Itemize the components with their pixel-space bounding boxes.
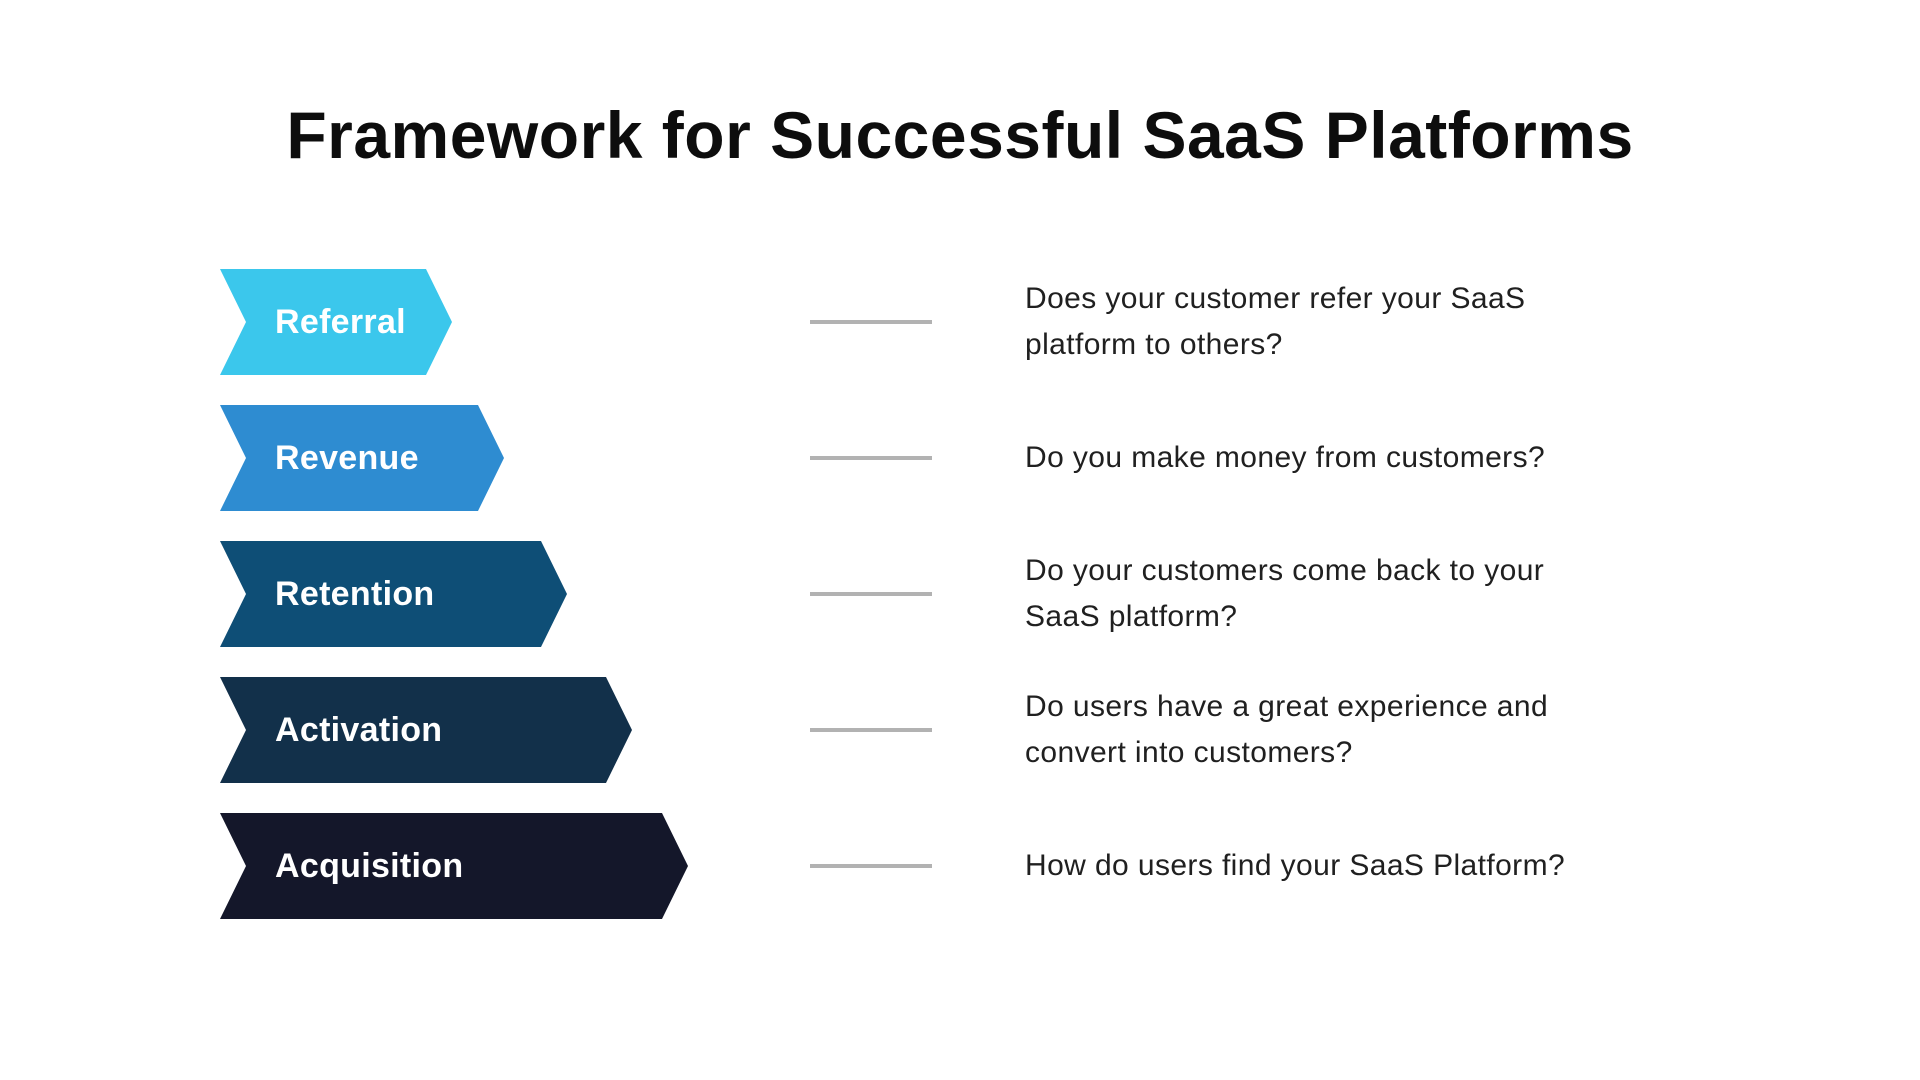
acquisition-stage-arrow: Acquisition: [220, 813, 688, 919]
aarrr-funnel-diagram: Referral Does your customer refer your S…: [0, 269, 1920, 949]
stage-description-wrap: How do users find your SaaS Platform?: [1025, 813, 1565, 919]
funnel-row-activation: Activation Do users have a great experie…: [0, 677, 1920, 783]
stage-description-wrap: Do you make money from customers?: [1025, 405, 1545, 511]
stage-description-wrap: Do your customers come back to your SaaS…: [1025, 541, 1544, 647]
stage-label: Acquisition: [275, 846, 464, 885]
stage-description-wrap: Do users have a great experience and con…: [1025, 677, 1548, 783]
retention-stage-arrow: Retention: [220, 541, 567, 647]
activation-stage-arrow: Activation: [220, 677, 632, 783]
stage-description: Do your customers come back to your SaaS…: [1025, 554, 1545, 633]
funnel-row-acquisition: Acquisition How do users find your SaaS …: [0, 813, 1920, 919]
connector-line: [810, 320, 932, 324]
stage-description-wrap: Does your customer refer your SaaS platf…: [1025, 269, 1525, 375]
funnel-row-revenue: Revenue Do you make money from customers…: [0, 405, 1920, 511]
funnel-row-referral: Referral Does your customer refer your S…: [0, 269, 1920, 375]
connector-line: [810, 864, 932, 868]
stage-description: Does your customer refer your SaaS platf…: [1025, 282, 1526, 361]
referral-stage-arrow: Referral: [220, 269, 452, 375]
stage-label: Activation: [275, 710, 443, 749]
stage-label: Retention: [275, 574, 435, 613]
connector-line: [810, 592, 932, 596]
stage-label: Referral: [275, 302, 406, 341]
connector-line: [810, 456, 932, 460]
stage-description: How do users find your SaaS Platform?: [1025, 849, 1566, 882]
stage-description: Do users have a great experience and con…: [1025, 690, 1549, 769]
revenue-stage-arrow: Revenue: [220, 405, 504, 511]
page-title: Framework for Successful SaaS Platforms: [286, 98, 1634, 172]
connector-line: [810, 728, 932, 732]
stage-label: Revenue: [275, 438, 419, 477]
funnel-row-retention: Retention Do your customers come back to…: [0, 541, 1920, 647]
stage-description: Do you make money from customers?: [1025, 441, 1546, 474]
